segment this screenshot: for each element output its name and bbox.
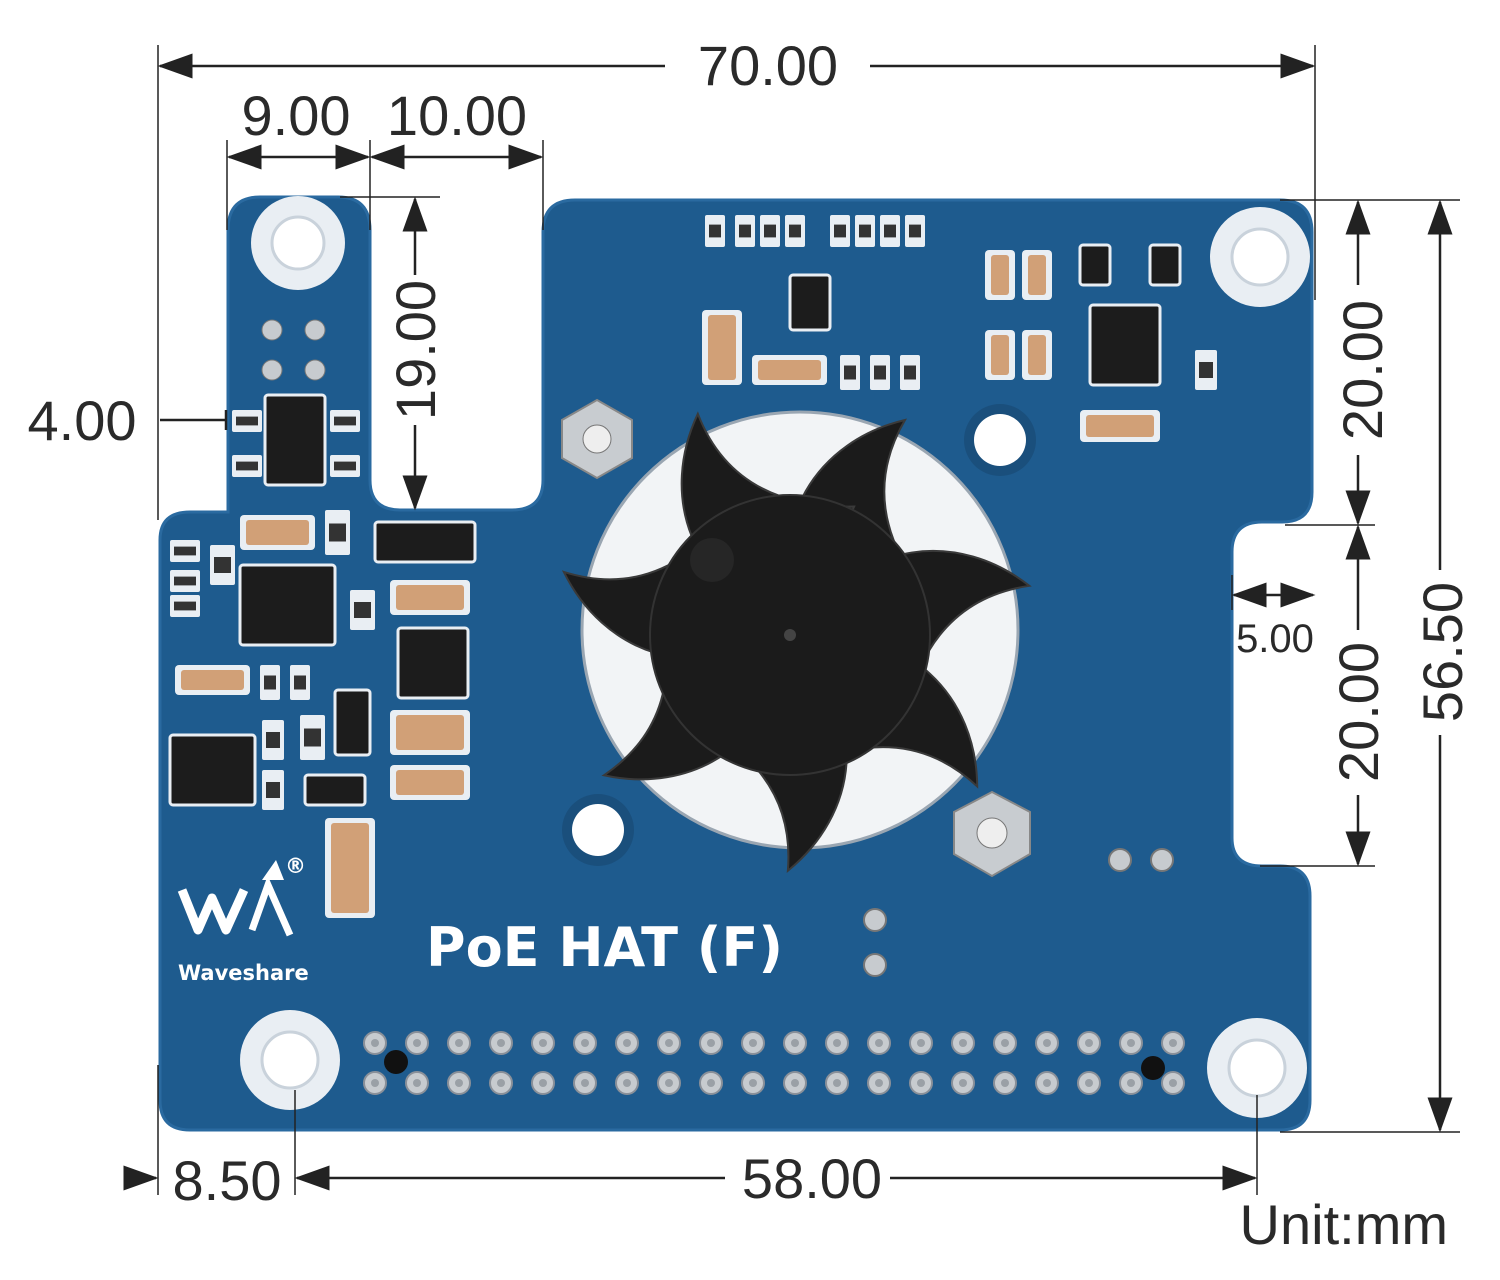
smd-pad (350, 590, 375, 630)
smd-pad (855, 215, 875, 247)
smd-pad (1195, 350, 1217, 390)
ic-chip (788, 273, 832, 332)
mounting-hole-bottom-left (240, 1010, 340, 1110)
smd-pad (304, 359, 326, 381)
dim-tab-height: 19.00 (384, 280, 447, 420)
smd-pad (210, 545, 235, 585)
mounting-hole-top-right (1210, 207, 1310, 307)
smd-pad (304, 319, 326, 341)
standoff-nut (561, 398, 633, 480)
smd-pad (232, 410, 262, 432)
dim-tab-left-gap: 4.00 (28, 389, 137, 452)
ic-chip (168, 733, 257, 807)
smd-pad (830, 215, 850, 247)
header-hole (384, 1050, 408, 1074)
test-point (863, 953, 887, 977)
registered-mark: ® (285, 854, 306, 878)
capacitor (702, 310, 742, 385)
capacitor (175, 665, 250, 695)
smd-pad (262, 720, 284, 760)
waveshare-logo: ® Waveshare (177, 854, 309, 985)
capacitor (1022, 250, 1052, 300)
smd-pad (330, 455, 360, 477)
smd-pad (330, 410, 360, 432)
dim-tab-offset: 9.00 (242, 84, 351, 147)
dim-tab-width: 10.00 (387, 84, 527, 147)
smd-pad (870, 355, 890, 390)
dim-overall-height: 56.50 (1411, 582, 1474, 722)
smd-pad (170, 570, 200, 592)
capacitor (240, 515, 315, 550)
ic-chip (1148, 243, 1182, 287)
ic-chip (396, 626, 470, 700)
test-point (1108, 848, 1132, 872)
dim-right-notch-depth: 5.00 (1236, 617, 1314, 661)
capacitor (390, 765, 470, 800)
smd-pad (705, 215, 725, 247)
smd-pad (880, 215, 900, 247)
smd-pad (905, 215, 925, 247)
capacitor (752, 355, 827, 385)
dim-right-notch-height: 20.00 (1327, 642, 1390, 782)
smd-pad (300, 715, 325, 760)
capacitor (985, 330, 1015, 380)
smd-pad (262, 770, 284, 810)
smd-components (168, 215, 1217, 977)
product-name: PoE HAT (F) (426, 916, 783, 979)
smd-pad (735, 215, 755, 247)
dim-right-top: 20.00 (1331, 300, 1394, 440)
cooling-fan (561, 410, 1032, 873)
ic-chip (373, 520, 477, 564)
test-point (863, 908, 887, 932)
ic-chip (1078, 243, 1112, 287)
smd-pad (840, 355, 860, 390)
header-hole (1141, 1056, 1165, 1080)
mounting-hole-bottom-right (1207, 1018, 1307, 1118)
dim-hole-left-offset: 8.50 (173, 1149, 282, 1212)
smd-pad (232, 455, 262, 477)
ic-chip (303, 773, 367, 807)
ic-chip (1088, 303, 1162, 387)
smd-pad (170, 540, 200, 562)
capacitor (390, 580, 470, 615)
smd-pad (290, 665, 310, 700)
smd-pad (760, 215, 780, 247)
dim-hole-spacing: 58.00 (742, 1147, 882, 1210)
smd-pad (785, 215, 805, 247)
mounting-hole-top-left (251, 196, 345, 290)
smd-pad (170, 595, 200, 617)
ic-chip (333, 688, 372, 757)
capacitor (325, 818, 375, 918)
capacitor (390, 710, 470, 755)
gpio-header (363, 1031, 1185, 1095)
smd-pad (325, 510, 350, 555)
capacitor (1080, 410, 1160, 442)
smd-pad (261, 319, 283, 341)
ic-chip (263, 393, 327, 487)
test-point (1150, 848, 1174, 872)
unit-label: Unit:mm (1240, 1193, 1448, 1256)
smd-pad (261, 359, 283, 381)
smd-pad (260, 665, 280, 700)
smd-pad (900, 355, 920, 390)
capacitor (1022, 330, 1052, 380)
standoff-nut (953, 790, 1031, 878)
dim-overall-width: 70.00 (698, 34, 838, 97)
capacitor (985, 250, 1015, 300)
brand-name: Waveshare (178, 961, 309, 985)
ic-chip (238, 563, 337, 647)
